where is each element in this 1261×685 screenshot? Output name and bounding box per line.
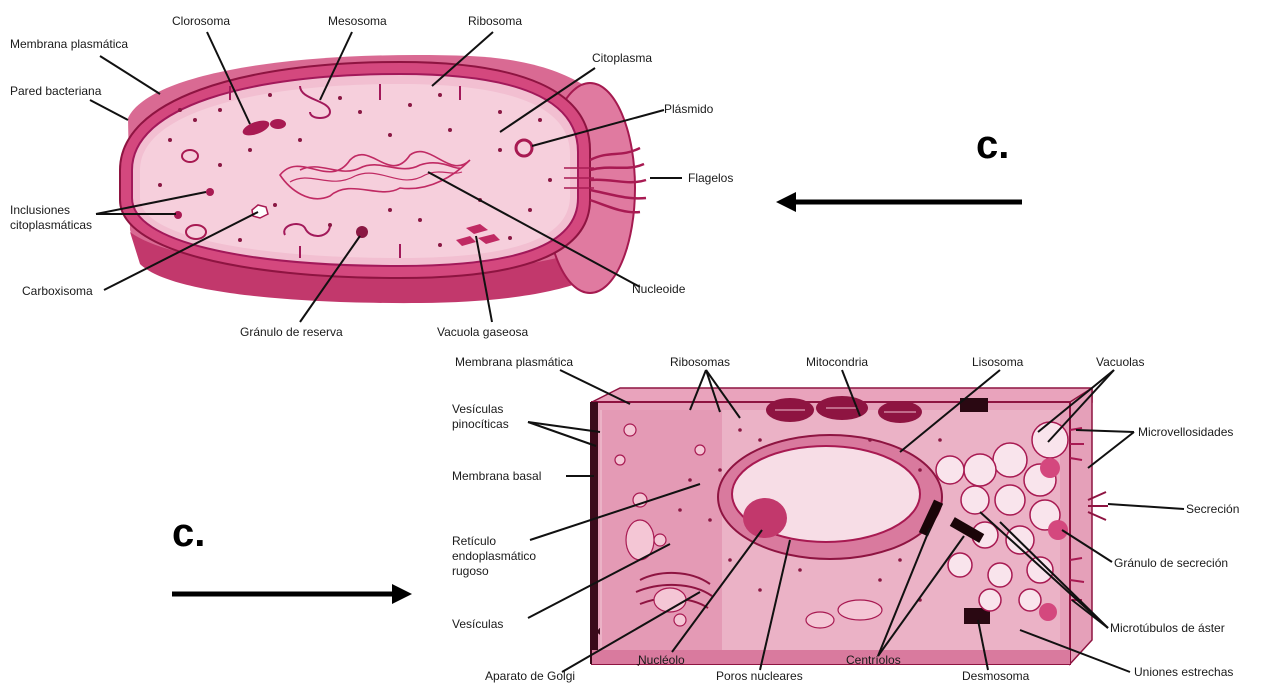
label-ribosomas: Ribosomas — [670, 355, 730, 369]
label-lisosoma: Lisosoma — [972, 355, 1024, 369]
chlorosome-2 — [270, 119, 286, 129]
label-vesiculas-pinociticas-1: Vesículas — [452, 402, 503, 416]
prokaryotic-cell-figure: Clorosoma Mesosoma Ribosoma Membrana pla… — [0, 0, 742, 348]
label-microvellosidades: Microvellosidades — [1138, 425, 1233, 439]
label-vacuolas: Vacuolas — [1096, 355, 1144, 369]
label-clorosoma: Clorosoma — [172, 14, 230, 28]
annotation-marker-bottom: c. — [172, 511, 412, 604]
label-plasmido: Plásmido — [664, 102, 714, 116]
label-membrana-plasmatica-euk: Membrana plasmática — [455, 355, 573, 369]
label-inclusiones-1: Inclusiones — [10, 203, 70, 217]
annotation-marker-top: c. — [776, 123, 1022, 212]
marker-text-bottom: c. — [172, 511, 205, 555]
arrow-left-head — [776, 192, 796, 212]
label-pared-bacteriana: Pared bacteriana — [10, 84, 102, 98]
cytoplasm — [140, 84, 570, 258]
eukaryotic-cell-figure: Membrana plasmática Ribosomas Mitocondri… — [452, 355, 1239, 683]
label-uniones-estrechas: Uniones estrechas — [1134, 665, 1233, 679]
label-granulo-de-secrecion: Gránulo de secreción — [1114, 556, 1228, 570]
label-inclusiones-2: citoplasmáticas — [10, 218, 92, 232]
label-carboxisoma: Carboxisoma — [22, 284, 93, 298]
arrow-right-head — [392, 584, 412, 604]
nucleolus — [743, 498, 787, 538]
label-secrecion: Secreción — [1186, 502, 1239, 516]
label-centriolos: Centríolos — [846, 653, 901, 667]
label-vesiculas-pinociticas-2: pinocíticas — [452, 417, 509, 431]
marker-text-top: c. — [976, 123, 1009, 167]
label-flagelos: Flagelos — [688, 171, 733, 185]
label-vesiculas: Vesículas — [452, 617, 503, 631]
label-ribosoma: Ribosoma — [468, 14, 522, 28]
label-citoplasma: Citoplasma — [592, 51, 652, 65]
label-microtubulos-de-aster: Microtúbulos de áster — [1110, 621, 1225, 635]
label-nucleolo: Nucléolo — [638, 653, 685, 667]
basal-membrane — [590, 402, 598, 664]
label-desmosoma: Desmosoma — [962, 669, 1030, 683]
label-vacuola-gaseosa: Vacuola gaseosa — [437, 325, 529, 339]
label-reticulo-3: rugoso — [452, 564, 489, 578]
label-reticulo-2: endoplasmático — [452, 549, 536, 563]
reserve-granule — [356, 226, 368, 238]
label-granulo-de-reserva: Gránulo de reserva — [240, 325, 343, 339]
label-poros-nucleares: Poros nucleares — [716, 669, 803, 683]
label-aparato-de-golgi: Aparato de Golgi — [485, 669, 575, 683]
label-reticulo-1: Retículo — [452, 534, 496, 548]
label-mitocondria: Mitocondria — [806, 355, 868, 369]
label-nucleoide: Nucleoide — [632, 282, 686, 296]
label-mesosoma: Mesosoma — [328, 14, 387, 28]
label-membrana-basal: Membrana basal — [452, 469, 541, 483]
label-membrana-plasmatica-pro: Membrana plasmática — [10, 37, 128, 51]
inclusion-1 — [206, 188, 214, 196]
